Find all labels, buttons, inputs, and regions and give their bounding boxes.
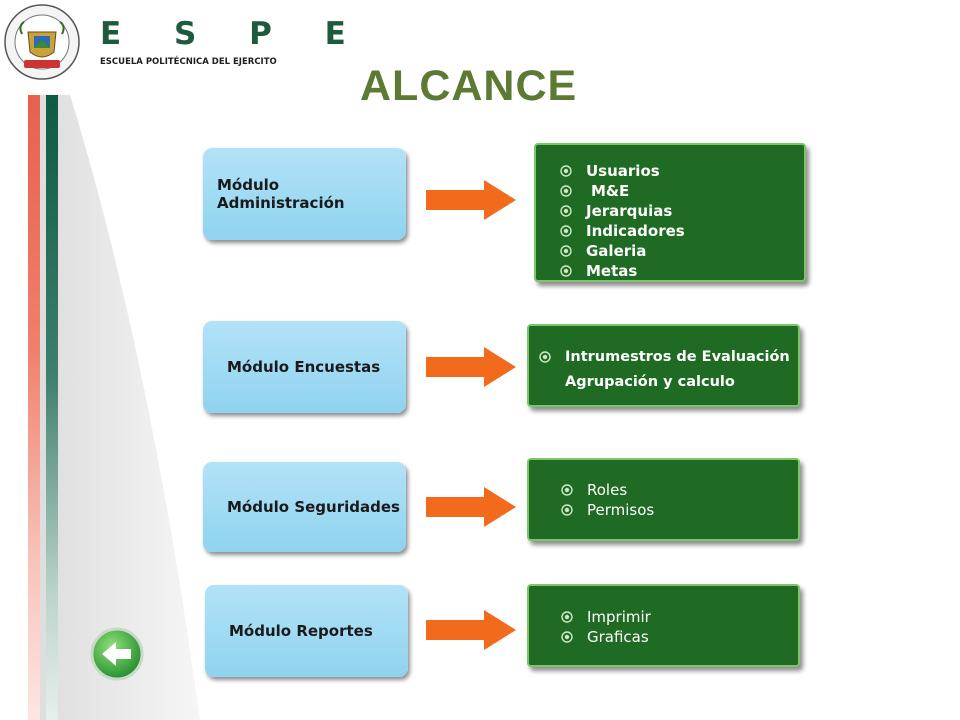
module-label: Módulo Encuestas xyxy=(227,358,381,376)
swirl-bullet-icon xyxy=(560,165,572,177)
module-seguridades-box: Módulo Seguridades xyxy=(203,462,406,552)
swirl-bullet-icon xyxy=(560,185,572,197)
panel-administracion: Usuarios M&E Jerarquias Indicadores Gale… xyxy=(534,143,806,282)
module-label: Módulo Reportes xyxy=(229,622,373,640)
right-arrow-icon xyxy=(426,180,516,220)
right-arrow-icon xyxy=(426,610,516,650)
swirl-bullet-icon xyxy=(560,245,572,257)
panel-reportes: Imprimir Graficas xyxy=(527,584,800,667)
brand-letters: E S P E xyxy=(100,16,367,52)
swirl-bullet-icon xyxy=(539,350,551,363)
swirl-bullet-icon xyxy=(561,631,573,643)
list-item: Agrupación y calculo xyxy=(565,373,735,390)
list-item: Intrumestros de Evaluación xyxy=(539,344,798,369)
list-item: Permisos xyxy=(561,500,798,520)
module-label: Módulo Administración xyxy=(217,176,345,212)
module-reportes-box: Módulo Reportes xyxy=(205,585,408,677)
swirl-bullet-icon xyxy=(561,504,573,516)
right-arrow-icon xyxy=(426,347,516,387)
list-item: Usuarios xyxy=(560,161,804,181)
swirl-bullet-icon xyxy=(561,484,573,496)
slide-title: ALCANCE xyxy=(360,62,578,110)
swirl-bullet-icon xyxy=(560,265,572,277)
decorative-red-bar xyxy=(28,95,40,720)
module-label: Módulo Seguridades xyxy=(227,498,400,516)
swirl-bullet-icon xyxy=(560,225,572,237)
list-item: Jerarquias xyxy=(560,201,804,221)
back-arrow-icon[interactable] xyxy=(88,626,146,682)
list-item: Roles xyxy=(561,480,798,500)
list-item: Graficas xyxy=(561,627,798,647)
panel-encuestas: Intrumestros de Evaluación Agrupación y … xyxy=(527,324,800,407)
panel-seguridades: Roles Permisos xyxy=(527,458,800,541)
decorative-wedge xyxy=(30,95,200,720)
decorative-green-bar xyxy=(46,95,58,720)
swirl-bullet-icon xyxy=(561,611,573,623)
list-item: M&E xyxy=(560,181,804,201)
list-item: Imprimir xyxy=(561,607,798,627)
espe-brand: E S P E ESCUELA POLITÉCNICA DEL EJERCITO xyxy=(100,14,367,67)
module-administracion-box: Módulo Administración xyxy=(203,148,406,240)
list-item: Metas xyxy=(560,261,804,281)
list-item: Galeria xyxy=(560,241,804,261)
swirl-bullet-icon xyxy=(560,205,572,217)
university-seal-logo xyxy=(4,4,80,80)
module-encuestas-box: Módulo Encuestas xyxy=(203,321,406,413)
brand-subtitle: ESCUELA POLITÉCNICA DEL EJERCITO xyxy=(100,57,277,67)
list-item: Indicadores xyxy=(560,221,804,241)
right-arrow-icon xyxy=(426,487,516,527)
